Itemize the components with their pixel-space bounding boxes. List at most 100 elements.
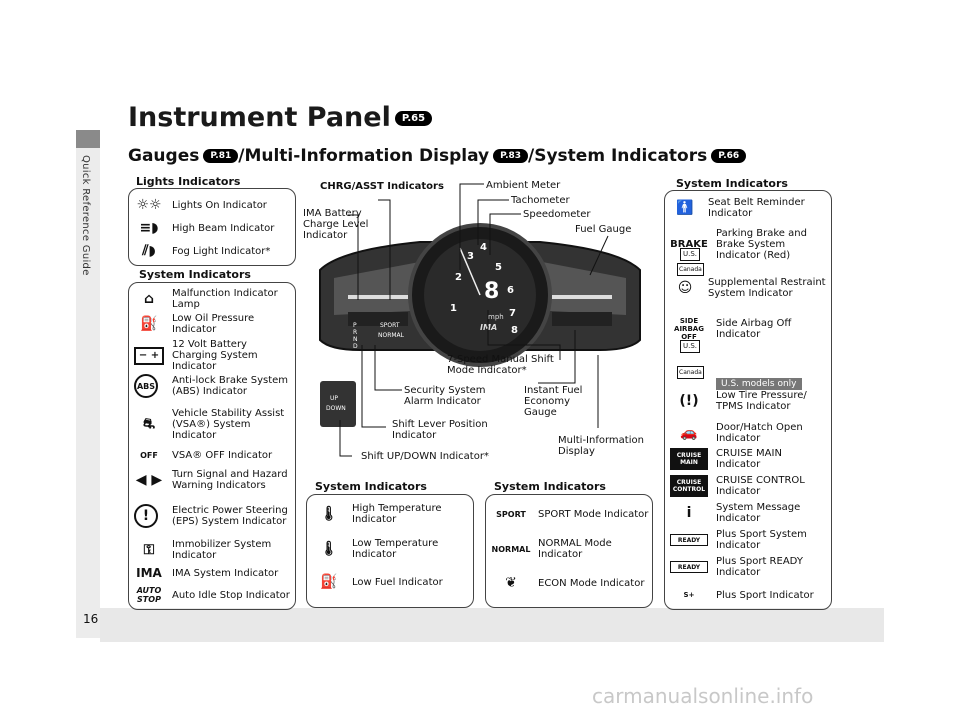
subtitle-mid: /Multi-Information Display — [238, 146, 490, 166]
key-icon: ⚿ — [143, 541, 155, 558]
vsa-icon: ⛐ — [142, 416, 156, 432]
normal-lamp: NORMAL — [378, 332, 405, 339]
oil-can-icon: ⛽ — [140, 315, 158, 332]
tach-number: 3 — [467, 251, 474, 262]
item-label: Turn Signal and Hazard Warning Indicator… — [172, 469, 288, 491]
econ-leaf-icon: ❦ — [505, 574, 517, 591]
gear-d: D — [353, 343, 358, 350]
shift-up-label: UP — [330, 395, 339, 402]
sport-lamp: SPORT — [380, 322, 400, 329]
item-label: Plus Sport System Indicator — [716, 529, 807, 551]
tach-number: 8 — [511, 325, 518, 336]
fog-light-icon: ⫽◗ — [142, 242, 156, 259]
sys-left-heading: System Indicators — [139, 268, 251, 281]
tach-number: 1 — [450, 303, 457, 314]
eps-icon: ! — [134, 504, 158, 528]
item-label: Electric Power Steering (EPS) System Ind… — [172, 505, 288, 527]
sidebar-band — [76, 148, 100, 638]
vsa-off-icon: OFF — [140, 450, 158, 460]
lights-on-icon: ☼☼ — [136, 196, 162, 213]
manual-shift-callout: 7-Speed Manual Shift Mode Indicator* — [447, 354, 554, 376]
door-open-icon: 🚗 — [680, 424, 698, 441]
sys-mode-box — [485, 494, 653, 608]
item-label: IMA System Indicator — [172, 567, 279, 579]
us-tag: U.S. — [680, 340, 701, 353]
brake-icon: BRAKE — [670, 239, 708, 250]
item-label: Low Temperature Indicator — [352, 538, 439, 560]
list-item: ⫽◗Fog Light Indicator* — [134, 240, 270, 262]
list-item: ≡◗High Beam Indicator — [134, 217, 274, 239]
shift-updown-display — [320, 381, 356, 427]
item-label: Malfunction Indicator Lamp — [172, 288, 278, 310]
item-label: Lights On Indicator — [172, 199, 267, 211]
low-temp-icon: 🌡 — [320, 540, 338, 557]
system-message-icon: i — [686, 504, 692, 521]
seat-belt-icon: 🚹 — [676, 199, 694, 216]
ima-icon: IMA — [136, 565, 162, 580]
tach-number: 2 — [455, 272, 462, 283]
item-label: Plus Sport READY Indicator — [716, 556, 803, 578]
tach-number: 4 — [480, 242, 487, 253]
item-label: VSA® OFF Indicator — [172, 449, 273, 461]
item-label: SPORT Mode Indicator — [538, 508, 649, 520]
list-item: ⚿ Immobilizer System Indicator — [134, 539, 294, 561]
gear-p: P — [353, 322, 357, 329]
mid-ref-link[interactable]: P.83 — [493, 149, 529, 163]
sys-temp-heading: System Indicators — [315, 480, 427, 493]
high-beam-icon: ≡◗ — [139, 219, 159, 236]
us-tag: U.S. — [680, 248, 701, 261]
security-alarm-callout: Security System Alarm Indicator — [404, 385, 486, 407]
speed-readout: 8 — [484, 279, 500, 304]
list-item: ❦ECON Mode Indicator — [492, 572, 650, 594]
list-item: ⛽Low Fuel Indicator — [314, 571, 472, 593]
sys-ref-link[interactable]: P.66 — [711, 149, 747, 163]
page-number: 16 — [83, 612, 99, 626]
sys-temp-box — [306, 494, 474, 608]
list-item: ⛽ Low Oil Pressure Indicator — [134, 313, 294, 335]
ima-battery-callout: IMA Battery Charge Level Indicator — [303, 208, 369, 241]
gear-r: R — [353, 329, 358, 336]
item-label: Low Oil Pressure Indicator — [172, 313, 255, 335]
abs-icon: ABS — [134, 374, 158, 398]
list-item: OFF VSA® OFF Indicator — [134, 444, 294, 466]
turn-signal-icon: ◀ ▶ — [135, 471, 163, 488]
high-temp-icon: 🌡 — [320, 505, 338, 522]
tpms-icon: (!) — [679, 392, 699, 409]
list-item: 🚹Seat Belt Reminder Indicator — [670, 197, 828, 219]
item-label: CRUISE CONTROL Indicator — [716, 475, 805, 497]
speedometer-callout: Speedometer — [523, 209, 591, 220]
lights-heading: Lights Indicators — [136, 175, 241, 188]
list-item: ⌂ Malfunction Indicator Lamp — [134, 288, 294, 310]
plus-sport-icon: S+ — [683, 590, 695, 599]
item-label: Plus Sport Indicator — [716, 589, 814, 601]
page-ref-link[interactable]: P.65 — [394, 111, 433, 126]
item-label: Low Fuel Indicator — [352, 576, 443, 588]
gear-n: N — [353, 336, 358, 343]
normal-mode-icon: NORMAL — [491, 544, 531, 554]
sys-right-box — [664, 190, 832, 610]
watermark: carmanualsonline.info — [592, 684, 814, 708]
item-label: CRUISE MAIN Indicator — [716, 448, 782, 470]
list-item: 🌡High Temperature Indicator — [314, 503, 472, 525]
gauges-ref-link[interactable]: P.81 — [203, 149, 239, 163]
battery-icon: − + — [134, 346, 164, 365]
item-label: Immobilizer System Indicator — [172, 539, 272, 561]
engine-icon: ⌂ — [143, 290, 155, 307]
subtitle-gauges: Gauges — [128, 146, 200, 166]
sys-left-box — [128, 282, 296, 610]
item-label: Vehicle Stability Assist (VSA®) System I… — [172, 408, 285, 441]
tachometer-callout: Tachometer — [511, 195, 570, 206]
auto-stop-icon: AUTO STOP — [136, 586, 162, 604]
item-label: Low Tire Pressure/ TPMS Indicator — [716, 390, 807, 412]
